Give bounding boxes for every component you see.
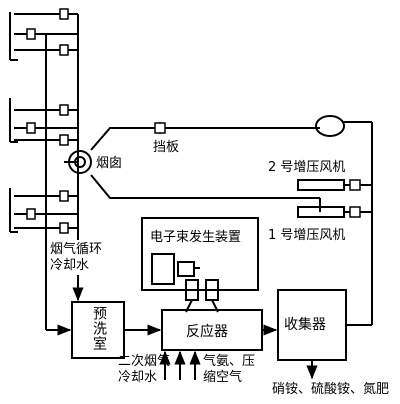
collector-label: 收集器 xyxy=(284,317,326,333)
reactor-label: 反应器 xyxy=(186,324,228,340)
secondary-flue-label-line2: 冷却水 xyxy=(118,370,158,385)
ammonia-air-label-line2: 缩空气 xyxy=(203,370,243,385)
flue-cooling-label-line2: 冷却水 xyxy=(50,258,90,273)
chimney-icon xyxy=(68,150,92,174)
baffle-label: 挡板 xyxy=(153,140,180,155)
fan1-unit-a xyxy=(297,179,345,191)
flue-cooling-label-line1: 烟气循环 xyxy=(50,242,103,257)
fan1-label: 1 号增压风机 xyxy=(268,228,346,243)
ebeam-box xyxy=(141,217,259,291)
product-label: 硝铵、硫酸铵、氮肥 xyxy=(272,382,390,397)
ammonia-air-label-line1: 气氨、压 xyxy=(203,354,256,369)
chimney-label: 烟囱 xyxy=(96,156,123,171)
fan2-icon xyxy=(315,115,345,137)
prewash-label: 预洗室 xyxy=(91,306,107,351)
fan2-label: 2 号增压风机 xyxy=(268,160,346,175)
ebeam-label: 电子束发生装置 xyxy=(150,230,242,245)
secondary-flue-label-line1: 二次烟气 xyxy=(118,354,171,369)
